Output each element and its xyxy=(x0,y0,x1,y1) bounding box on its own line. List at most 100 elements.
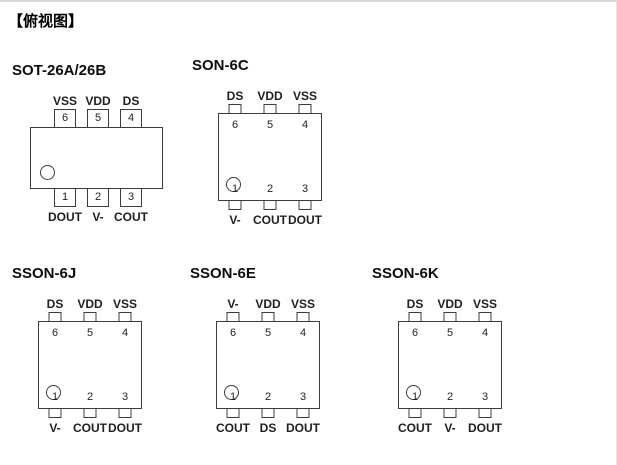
pin5-lead: 5 xyxy=(87,109,109,128)
pin1-bottom-label: V- xyxy=(229,213,241,227)
pin3-number: 3 xyxy=(121,391,129,403)
pin3-pad xyxy=(118,408,132,418)
pinout-diagram: DS VDD VSS 6 5 4 1 2 3 V- COUT DOUT xyxy=(12,297,182,437)
pin4-number: 4 xyxy=(301,119,309,131)
pin3-number: 3 xyxy=(299,391,307,403)
pinout-diagram: DS VDD VSS 6 5 4 1 2 3 COUT V- DOUT xyxy=(372,297,542,437)
pin6-top-label: V- xyxy=(227,297,239,311)
pin3-lead: 3 xyxy=(120,188,142,207)
pin3-bottom-label: DOUT xyxy=(286,421,320,435)
pin1-number: 1 xyxy=(231,183,239,195)
pin5-number: 5 xyxy=(446,327,454,339)
pin6-pad xyxy=(408,312,422,322)
pin4-number: 4 xyxy=(299,327,307,339)
pin5-number: 5 xyxy=(86,327,94,339)
pin1-pad xyxy=(226,408,240,418)
pin4-pad xyxy=(478,312,492,322)
pin6-pad xyxy=(228,104,242,114)
pin1-indicator xyxy=(46,385,61,400)
pinout-diagram: VSS VDD DS 6 5 4 1 2 3 DOUT V- COUT xyxy=(12,94,182,234)
package-body xyxy=(30,127,163,189)
pin1-indicator xyxy=(224,385,239,400)
pin4-number: 4 xyxy=(121,327,129,339)
pin2-bottom-label: DS xyxy=(259,421,277,435)
pin5-pad xyxy=(83,312,97,322)
pin1-pad xyxy=(408,408,422,418)
pin1-bottom-label: DOUT xyxy=(48,210,82,224)
pin5-top-label: VDD xyxy=(77,297,103,311)
pin4-top-label: VSS xyxy=(292,89,318,103)
pin2-pad xyxy=(443,408,457,418)
pin1-lead: 1 xyxy=(54,188,76,207)
pin5-top-label: VDD xyxy=(257,89,283,103)
pin2-number: 2 xyxy=(446,391,454,403)
pin1-bottom-label: COUT xyxy=(216,421,250,435)
package-son-6c: SON-6C DS VDD VSS 6 5 4 1 2 3 V- COUT DO… xyxy=(192,57,362,229)
package-title: SSON-6E xyxy=(190,265,256,282)
pin2-pad xyxy=(261,408,275,418)
pin3-pad xyxy=(478,408,492,418)
pin2-number: 2 xyxy=(266,183,274,195)
pin2-bottom-label: COUT xyxy=(73,421,107,435)
pin1-pad xyxy=(48,408,62,418)
pin6-pad xyxy=(48,312,62,322)
pin2-bottom-label: V- xyxy=(444,421,456,435)
package-title: SON-6C xyxy=(192,57,249,74)
pin4-top-label: DS xyxy=(122,94,140,108)
pin3-bottom-label: DOUT xyxy=(108,421,142,435)
pin3-pad xyxy=(298,200,312,210)
pin3-bottom-label: DOUT xyxy=(288,213,322,227)
pin1-number: 1 xyxy=(411,391,419,403)
pin6-pad xyxy=(226,312,240,322)
pinout-diagram: DS VDD VSS 6 5 4 1 2 3 V- COUT DOUT xyxy=(192,89,362,229)
pin4-pad xyxy=(296,312,310,322)
pin2-bottom-label: V- xyxy=(92,210,104,224)
package-title: SOT-26A/26B xyxy=(12,62,107,79)
pin1-bottom-label: COUT xyxy=(398,421,432,435)
pin2-number: 2 xyxy=(86,391,94,403)
pin6-lead: 6 xyxy=(54,109,76,128)
pin1-indicator xyxy=(406,385,421,400)
pin2-pad xyxy=(83,408,97,418)
pin6-number: 6 xyxy=(51,327,59,339)
pin5-pad xyxy=(263,104,277,114)
pin5-number: 5 xyxy=(266,119,274,131)
pin6-number: 6 xyxy=(229,327,237,339)
pin2-lead: 2 xyxy=(87,188,109,207)
pin2-pad xyxy=(263,200,277,210)
section-heading: 【俯视图】 xyxy=(8,13,84,30)
package-sson-6k: SSON-6K DS VDD VSS 6 5 4 1 2 3 COUT V- D… xyxy=(372,265,542,437)
pin4-lead: 4 xyxy=(120,109,142,128)
pin5-pad xyxy=(443,312,457,322)
pin4-pad xyxy=(298,104,312,114)
pin5-top-label: VDD xyxy=(85,94,111,108)
pin1-pad xyxy=(228,200,242,210)
pin1-indicator xyxy=(40,165,55,180)
package-title: SSON-6K xyxy=(372,265,439,282)
pin3-bottom-label: DOUT xyxy=(468,421,502,435)
pin6-top-label: DS xyxy=(46,297,64,311)
package-sot-26a-26b: SOT-26A/26B VSS VDD DS 6 5 4 1 2 3 DOUT … xyxy=(12,62,182,234)
pin4-top-label: VSS xyxy=(290,297,316,311)
pin6-number: 6 xyxy=(411,327,419,339)
pin1-indicator xyxy=(226,177,241,192)
package-sson-6e: SSON-6E V- VDD VSS 6 5 4 1 2 3 COUT DS D… xyxy=(190,265,360,437)
pin5-top-label: VDD xyxy=(437,297,463,311)
pin3-pad xyxy=(296,408,310,418)
pin1-number: 1 xyxy=(51,391,59,403)
pin6-top-label: DS xyxy=(406,297,424,311)
pin1-bottom-label: V- xyxy=(49,421,61,435)
pin6-number: 6 xyxy=(231,119,239,131)
pin1-number: 1 xyxy=(229,391,237,403)
pin3-number: 3 xyxy=(301,183,309,195)
pin2-number: 2 xyxy=(264,391,272,403)
pin6-top-label: DS xyxy=(226,89,244,103)
pin4-top-label: VSS xyxy=(472,297,498,311)
pin5-pad xyxy=(261,312,275,322)
pin4-number: 4 xyxy=(481,327,489,339)
pin6-top-label: VSS xyxy=(52,94,78,108)
pinout-diagram: V- VDD VSS 6 5 4 1 2 3 COUT DS DOUT xyxy=(190,297,360,437)
pin4-pad xyxy=(118,312,132,322)
pin3-number: 3 xyxy=(481,391,489,403)
